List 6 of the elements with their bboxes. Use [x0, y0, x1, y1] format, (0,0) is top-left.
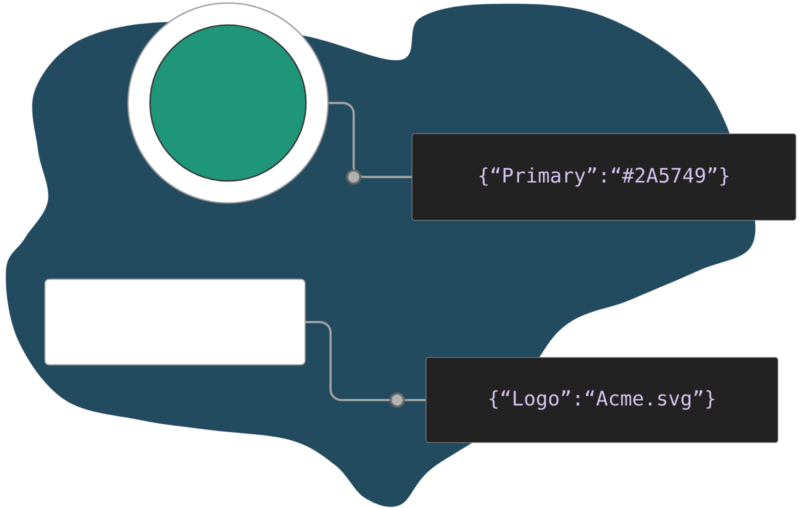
color-circle [127, 2, 329, 204]
code-box: {“Primary”:“#2A5749”} [412, 133, 796, 221]
connector [328, 102, 412, 185]
connector [306, 320, 426, 408]
code-box: {“Logo”:“Acme.svg”} [426, 357, 778, 443]
blank-card [44, 278, 306, 366]
